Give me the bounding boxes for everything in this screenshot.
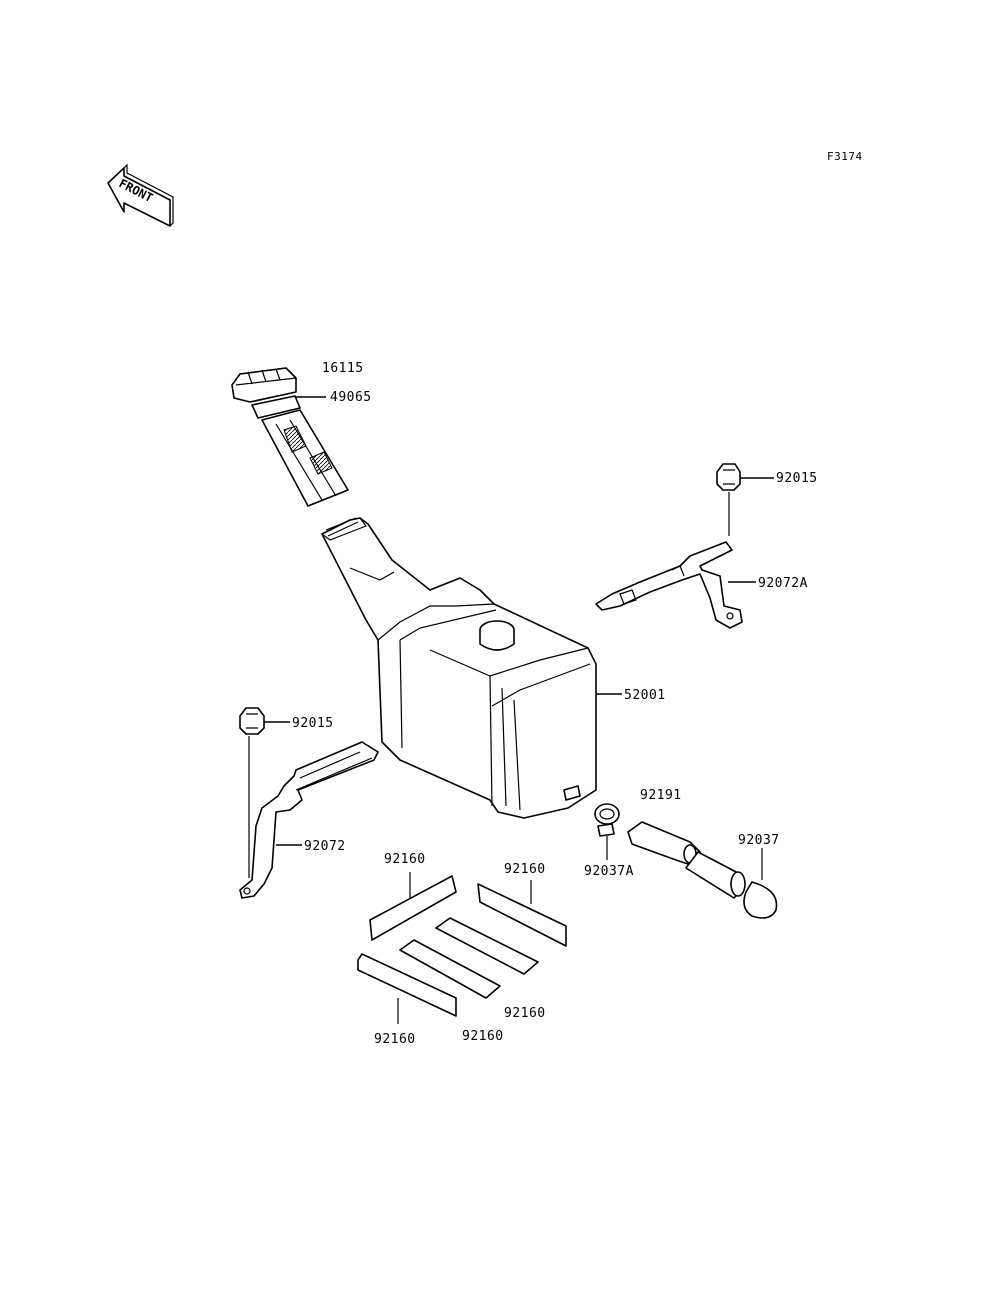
label-92191: 92191 <box>640 788 682 803</box>
label-92160-bottom-left: 92160 <box>374 1032 416 1047</box>
label-49065: 49065 <box>330 390 372 405</box>
front-arrow-icon: FRONT <box>107 163 174 227</box>
label-92160-top-left: 92160 <box>384 852 426 867</box>
figure-code: F3174 <box>827 150 863 163</box>
label-92072a: 92072A <box>758 576 808 591</box>
label-92160-bottom-mid: 92160 <box>462 1029 504 1044</box>
label-92015-right: 92015 <box>776 471 818 486</box>
fuel-tank <box>320 517 597 819</box>
left-bracket <box>239 707 379 899</box>
label-92160-mid: 92160 <box>504 1006 546 1021</box>
filler-filter <box>251 395 349 507</box>
label-16115: 16115 <box>322 361 364 376</box>
leader-lines <box>264 396 774 846</box>
label-92037: 92037 <box>738 833 780 848</box>
hose-clamp <box>743 848 778 919</box>
label-92015-left: 92015 <box>292 716 334 731</box>
label-92160-top-right: 92160 <box>504 862 546 877</box>
pads <box>357 872 567 1024</box>
label-52001: 52001 <box>624 688 666 703</box>
right-bracket <box>595 463 743 629</box>
hose <box>627 821 746 899</box>
small-clamp <box>594 803 620 860</box>
filler-cap <box>231 367 297 403</box>
label-92037a: 92037A <box>584 864 634 879</box>
label-92072: 92072 <box>304 839 346 854</box>
